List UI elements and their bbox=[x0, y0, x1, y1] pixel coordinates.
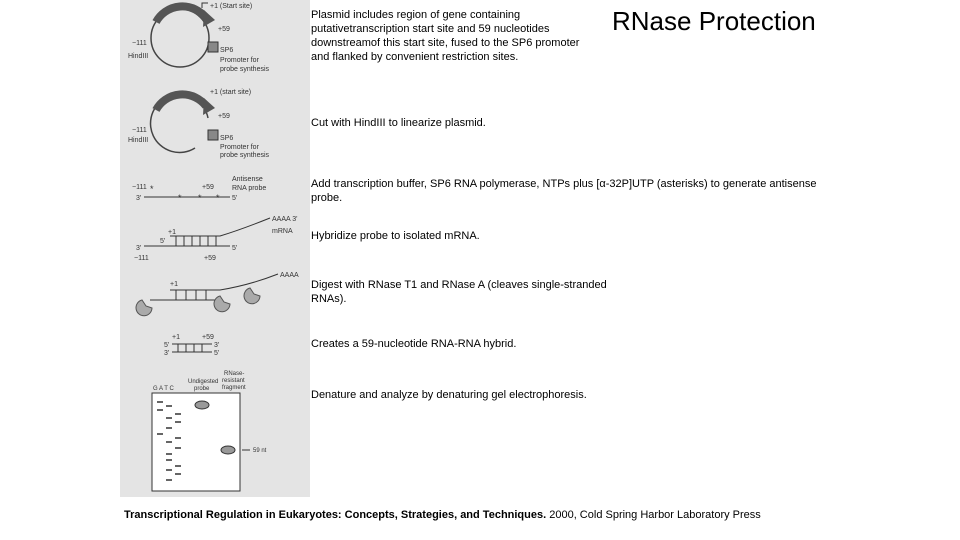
svg-text:fragment: fragment bbox=[222, 385, 246, 391]
svg-text:*: * bbox=[216, 193, 220, 203]
rnase-protection-figure: +1 (Start site) +59 −111 HindIII SP6 Pro… bbox=[120, 0, 310, 497]
svg-text:AAAA: AAAA bbox=[280, 272, 299, 279]
plasmid-2-insert-arc bbox=[156, 94, 206, 110]
plasmid-1-start-label: +1 (Start site) bbox=[210, 3, 252, 10]
plasmid-1-hind-label: HindIII bbox=[128, 53, 148, 60]
undigested-probe-band bbox=[195, 401, 209, 409]
svg-text:RNase-: RNase- bbox=[224, 371, 244, 377]
citation-publisher: 2000, Cold Spring Harbor Laboratory Pres… bbox=[546, 509, 761, 521]
svg-text:5': 5' bbox=[160, 238, 165, 245]
plasmid-2: +1 (start site) +59 −111 HindIII SP6 Pro… bbox=[128, 89, 270, 159]
svg-text:−111: −111 bbox=[134, 255, 149, 262]
rnase-digestion: +1 AAAA bbox=[136, 272, 299, 316]
svg-text:5': 5' bbox=[232, 245, 237, 252]
svg-text:+1 (start site): +1 (start site) bbox=[210, 89, 251, 96]
svg-text:Undigested: Undigested bbox=[188, 379, 218, 385]
svg-text:+1: +1 bbox=[168, 229, 176, 236]
svg-text:+59: +59 bbox=[204, 255, 216, 262]
step-7-text: Denature and analyze by denaturing gel e… bbox=[311, 388, 631, 402]
svg-text:SP6: SP6 bbox=[220, 135, 233, 142]
figure-svg: +1 (Start site) +59 −111 HindIII SP6 Pro… bbox=[120, 0, 310, 497]
svg-text:Antisense: Antisense bbox=[232, 176, 263, 183]
svg-text:+1: +1 bbox=[170, 281, 178, 288]
svg-text:5': 5' bbox=[232, 195, 237, 202]
svg-text:3': 3' bbox=[136, 195, 141, 202]
step-2-text: Cut with HindIII to linearize plasmid. bbox=[311, 116, 611, 130]
svg-text:5': 5' bbox=[214, 350, 219, 357]
svg-text:HindIII: HindIII bbox=[128, 137, 148, 144]
probe-mrna-hybrid: AAAA 3' mRNA +1 5' 3' 5' −111 +59 bbox=[134, 216, 297, 262]
plasmid-1: +1 (Start site) +59 −111 HindIII SP6 Pro… bbox=[128, 3, 270, 73]
svg-text:resistant: resistant bbox=[222, 378, 245, 384]
step-1-text: Plasmid includes region of gene containi… bbox=[311, 8, 593, 64]
rnase-enzyme-2 bbox=[214, 296, 230, 312]
svg-text:+59: +59 bbox=[218, 113, 230, 120]
citation-book-title: Transcriptional Regulation in Eukaryotes… bbox=[124, 509, 546, 521]
svg-text:Promoter for: Promoter for bbox=[220, 57, 260, 64]
plasmid-1-insert-arc bbox=[156, 6, 206, 22]
svg-text:probe synthesis: probe synthesis bbox=[220, 66, 270, 73]
rna-rna-duplex: +1 +59 5' 3' 3' 5' bbox=[164, 334, 219, 357]
citation: Transcriptional Regulation in Eukaryotes… bbox=[124, 509, 761, 521]
svg-text:3': 3' bbox=[164, 350, 169, 357]
step-4-text: Hybridize probe to isolated mRNA. bbox=[311, 229, 611, 243]
step-3-text: Add transcription buffer, SP6 RNA polyme… bbox=[311, 177, 831, 205]
svg-text:*: * bbox=[150, 184, 154, 194]
svg-text:5': 5' bbox=[164, 342, 169, 349]
svg-text:3': 3' bbox=[214, 342, 219, 349]
plasmid-2-sp6-box bbox=[208, 130, 218, 140]
svg-text:+59: +59 bbox=[218, 26, 230, 33]
mrna-strand bbox=[170, 218, 270, 236]
step-6-text: Creates a 59-nucleotide RNA-RNA hybrid. bbox=[311, 337, 611, 351]
svg-text:3': 3' bbox=[136, 245, 141, 252]
rnase-enzyme-1 bbox=[136, 300, 152, 316]
antisense-probe: * * * * −111 +59 Antisense RNA probe 3' 5' bbox=[132, 176, 266, 203]
rnase-enzyme-3 bbox=[244, 288, 260, 304]
svg-text:−111: −111 bbox=[132, 127, 147, 134]
svg-text:Promoter for: Promoter for bbox=[220, 144, 260, 151]
svg-text:RNA probe: RNA probe bbox=[232, 185, 266, 192]
svg-text:−111: −111 bbox=[132, 184, 147, 191]
svg-text:AAAA 3': AAAA 3' bbox=[272, 216, 297, 223]
plasmid-1-arrowhead bbox=[203, 10, 215, 27]
svg-text:−111: −111 bbox=[132, 40, 147, 47]
svg-text:+1: +1 bbox=[172, 334, 180, 341]
svg-text:+59: +59 bbox=[202, 334, 214, 341]
fragment-size-label: 59 nt bbox=[253, 448, 267, 454]
step-5-text: Digest with RNase T1 and RNase A (cleave… bbox=[311, 278, 611, 306]
svg-text:mRNA: mRNA bbox=[272, 228, 293, 235]
svg-text:SP6: SP6 bbox=[220, 47, 233, 54]
svg-text:*: * bbox=[178, 193, 182, 203]
denaturing-gel: G A T C Undigested probe RNase- resistan… bbox=[152, 371, 267, 491]
slide-title: RNase Protection bbox=[612, 6, 816, 37]
svg-text:*: * bbox=[198, 193, 202, 203]
svg-text:probe synthesis: probe synthesis bbox=[220, 152, 270, 159]
gel-lane-labels: G A T C bbox=[153, 386, 174, 392]
plasmid-1-sp6-box bbox=[208, 42, 218, 52]
svg-text:probe: probe bbox=[194, 386, 210, 392]
svg-text:+59: +59 bbox=[202, 184, 214, 191]
protected-fragment-band bbox=[221, 446, 235, 454]
